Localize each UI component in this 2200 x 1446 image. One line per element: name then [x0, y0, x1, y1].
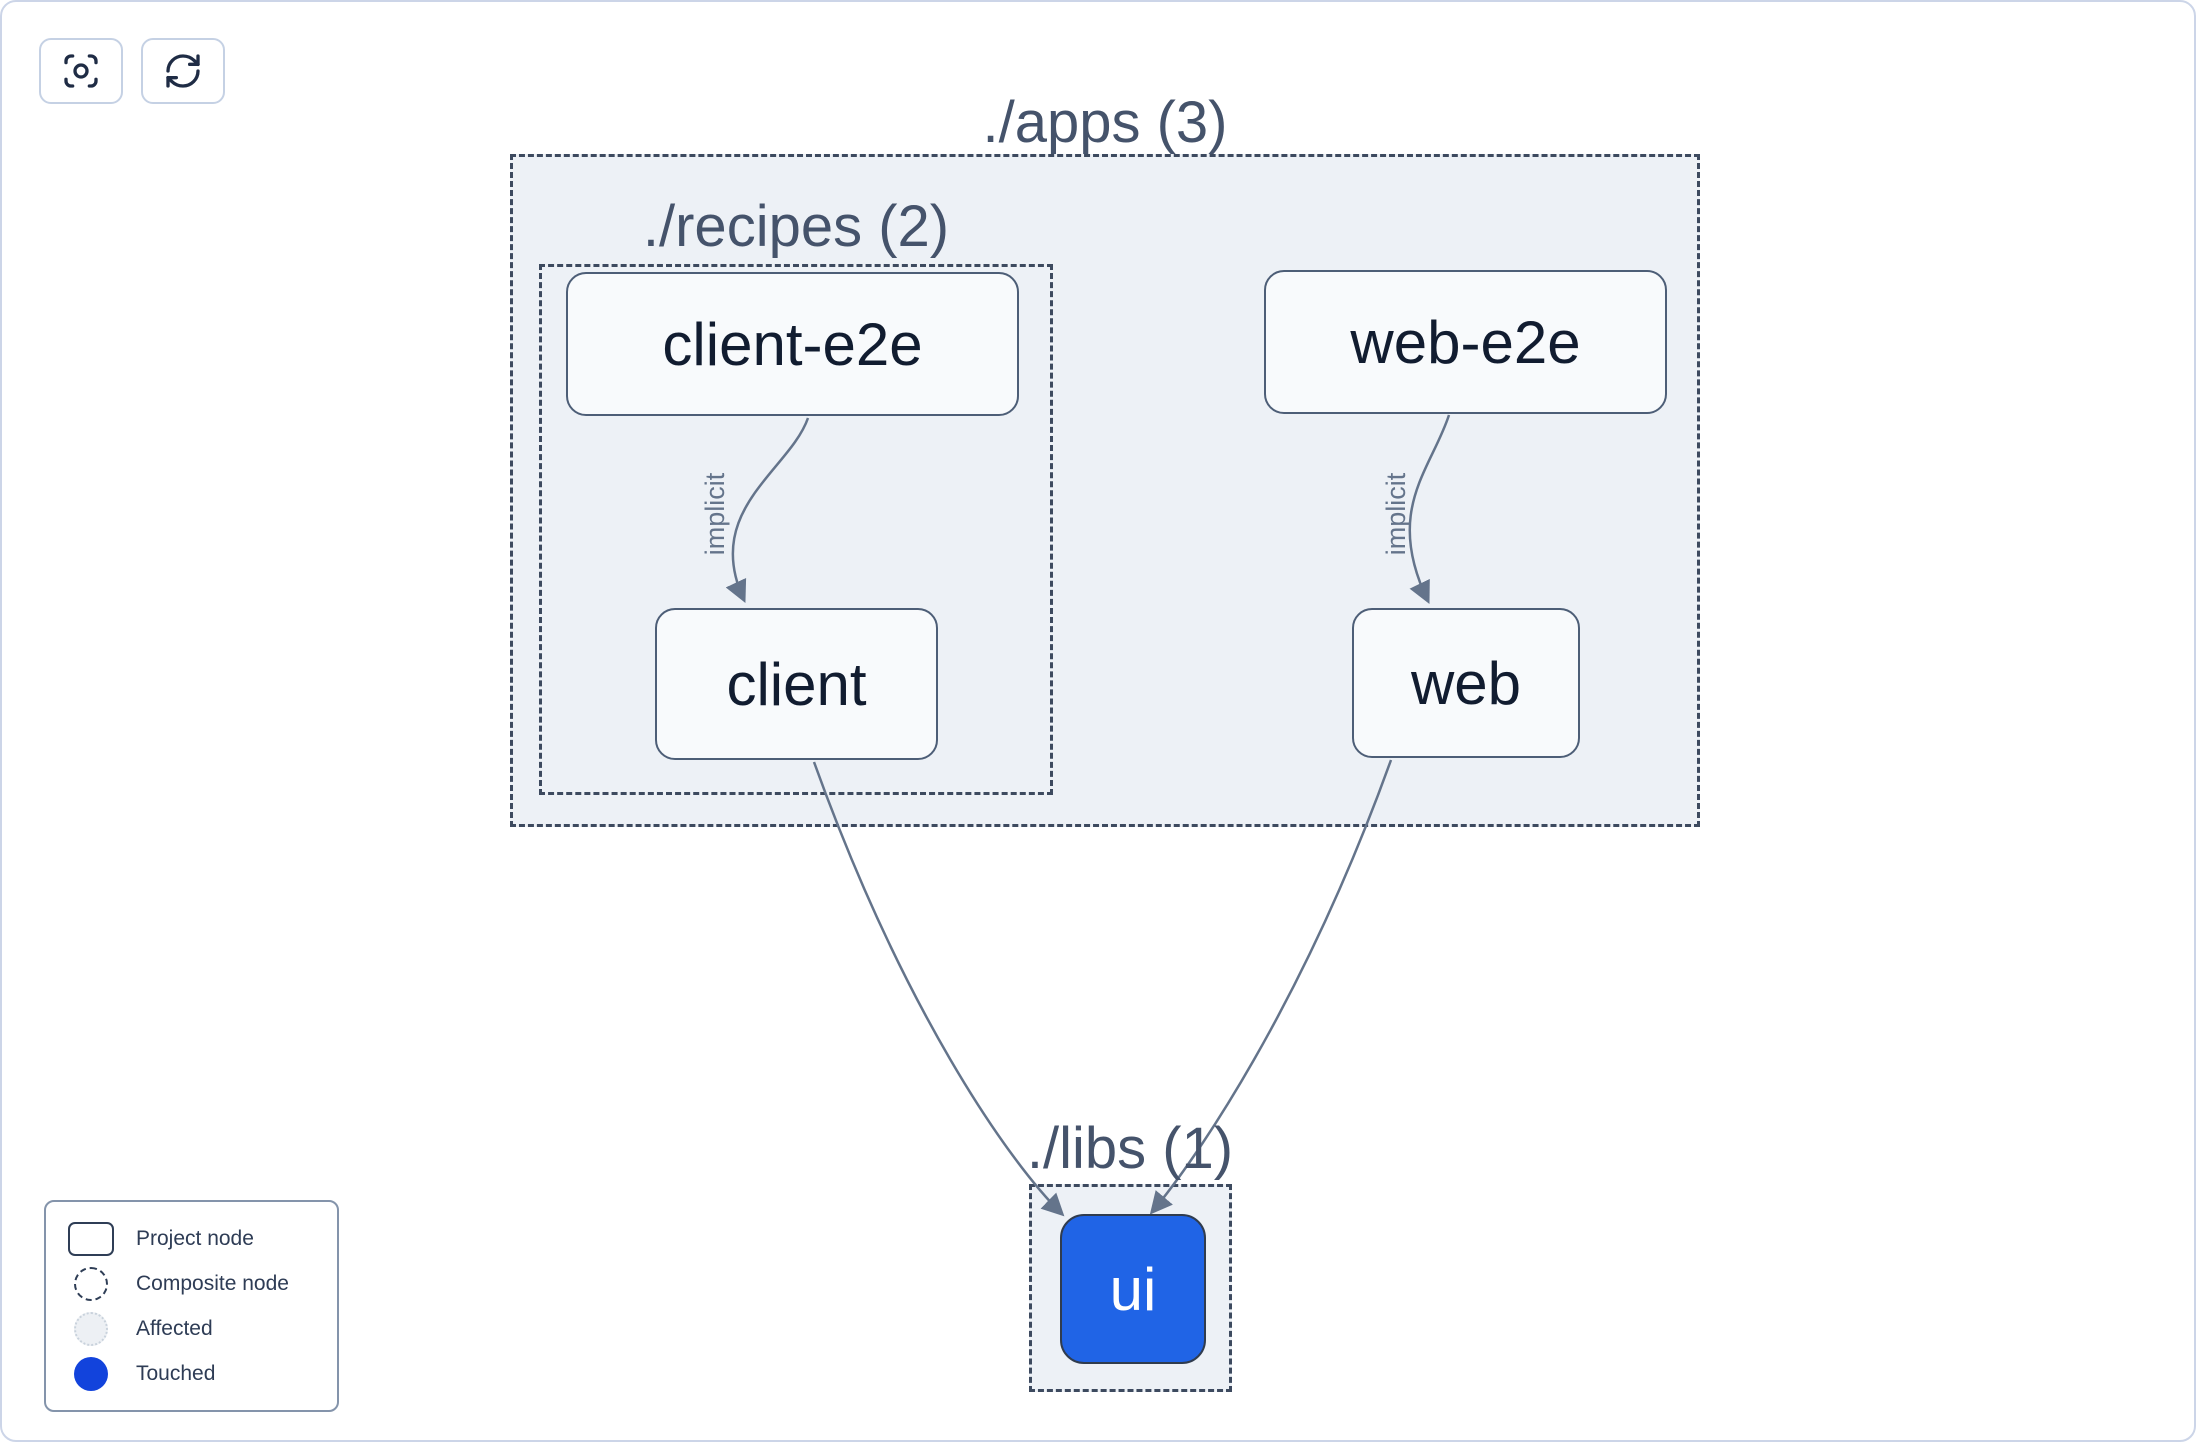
legend-label: Project node	[136, 1226, 254, 1250]
edge-client-to-ui[interactable]	[812, 761, 1065, 1217]
composite-node-swatch	[66, 1266, 116, 1301]
node-ui-touched[interactable]: ui	[1060, 1214, 1206, 1364]
focus-icon	[64, 54, 98, 88]
graph-toolbar	[39, 38, 225, 104]
legend-item-affected: Affected	[66, 1311, 317, 1346]
legend-label: Touched	[136, 1361, 216, 1385]
node-web-e2e[interactable]: web-e2e	[1264, 270, 1667, 414]
legend: Project node Composite node Affected Tou…	[44, 1200, 339, 1412]
composite-label-recipes[interactable]: ./recipes (2)	[642, 194, 950, 259]
legend-item-project-node: Project node	[66, 1221, 317, 1256]
node-label: web-e2e	[1350, 308, 1581, 376]
node-label: client-e2e	[662, 310, 923, 378]
node-label: ui	[1109, 1255, 1157, 1323]
focus-graph-button[interactable]	[39, 38, 123, 104]
node-client[interactable]: client	[655, 608, 938, 760]
affected-swatch	[66, 1311, 116, 1346]
node-web[interactable]: web	[1352, 608, 1580, 758]
node-label: client	[726, 650, 867, 718]
project-node-swatch	[66, 1221, 116, 1256]
legend-item-composite-node: Composite node	[66, 1266, 317, 1301]
edge-web-e2e-to-web[interactable]	[1408, 414, 1451, 605]
edge-web-to-ui[interactable]	[1149, 759, 1393, 1215]
refresh-icon	[166, 54, 200, 88]
refresh-graph-button[interactable]	[141, 38, 225, 104]
legend-label: Affected	[136, 1316, 213, 1340]
node-label: web	[1410, 649, 1522, 717]
legend-item-touched: Touched	[66, 1356, 317, 1391]
legend-label: Composite node	[136, 1271, 289, 1295]
edge-client-e2e-to-client[interactable]	[725, 417, 810, 604]
touched-swatch	[66, 1356, 116, 1391]
composite-label-libs[interactable]: ./libs (1)	[1026, 1116, 1234, 1181]
node-client-e2e[interactable]: client-e2e	[566, 272, 1019, 416]
composite-label-apps[interactable]: ./apps (3)	[982, 90, 1228, 155]
